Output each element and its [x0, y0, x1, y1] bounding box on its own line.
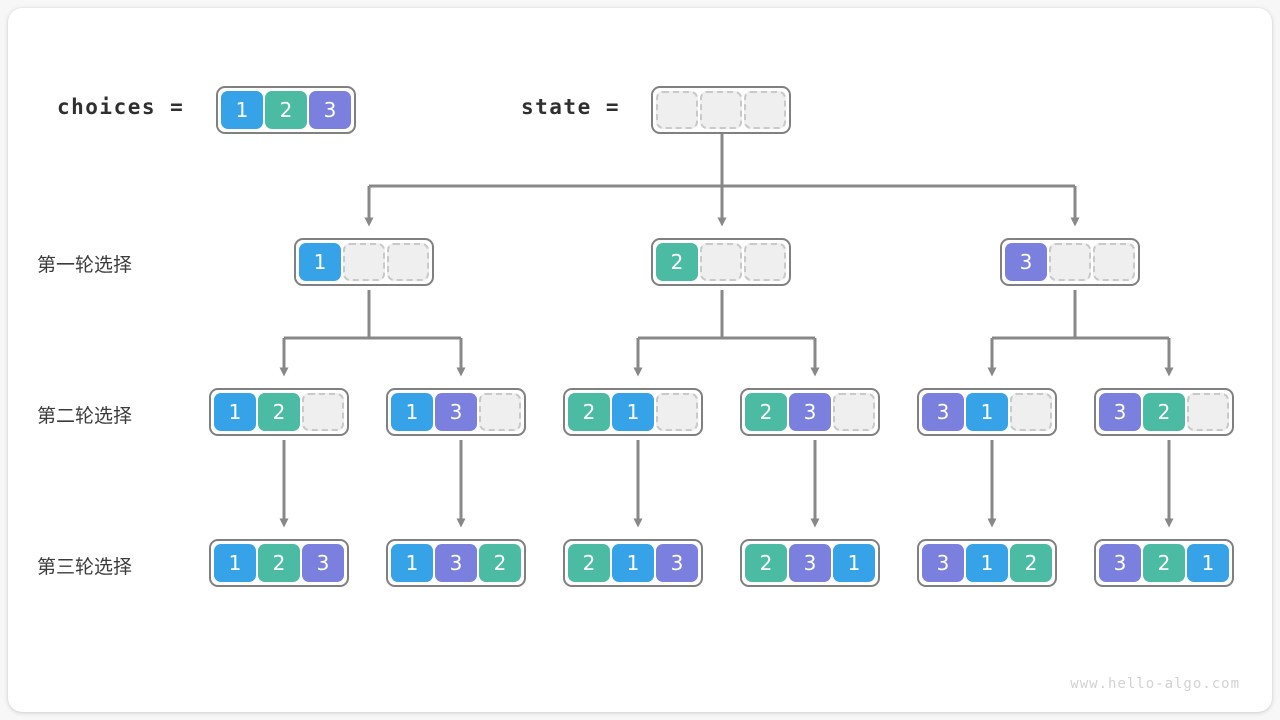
array-cell-value: 3 [435, 393, 477, 431]
array-cell-value: 3 [789, 393, 831, 431]
array-cell-empty [479, 393, 521, 431]
state-label: state = [521, 95, 621, 119]
array-cell-value: 3 [1005, 243, 1047, 281]
array-cell-value: 1 [214, 544, 256, 582]
array-cell-value: 2 [258, 544, 300, 582]
array-cell-empty [744, 91, 786, 129]
array-cell-value: 1 [391, 393, 433, 431]
array-cell-value: 2 [258, 393, 300, 431]
state-node-l1-2[interactable]: 2 [651, 238, 791, 286]
array-cell-value: 3 [656, 544, 698, 582]
array-cell-value: 3 [1099, 544, 1141, 582]
array-cell-value: 3 [922, 544, 964, 582]
array-cell-value: 2 [265, 91, 307, 129]
array-cell-empty [744, 243, 786, 281]
state-array[interactable] [651, 86, 791, 134]
row-label-round-1: 第一轮选择 [37, 254, 133, 276]
array-cell-value: 2 [1010, 544, 1052, 582]
array-cell-empty [700, 243, 742, 281]
array-cell-value: 2 [479, 544, 521, 582]
row-label-round-2: 第二轮选择 [37, 405, 133, 427]
array-cell-empty [656, 393, 698, 431]
array-cell-value: 1 [214, 393, 256, 431]
array-cell-empty [1049, 243, 1091, 281]
array-cell-value: 3 [435, 544, 477, 582]
array-cell-value: 2 [568, 393, 610, 431]
array-cell-value: 3 [789, 544, 831, 582]
array-cell-value: 2 [1143, 544, 1185, 582]
row-label-round-3: 第三轮选择 [37, 556, 133, 578]
array-cell-value: 1 [612, 544, 654, 582]
state-node-l1-3[interactable]: 3 [1000, 238, 1140, 286]
array-cell-empty [387, 243, 429, 281]
array-cell-value: 1 [391, 544, 433, 582]
array-cell-empty [700, 91, 742, 129]
array-cell-empty [1010, 393, 1052, 431]
state-node-l1-1[interactable]: 1 [294, 238, 434, 286]
array-cell-empty [1093, 243, 1135, 281]
array-cell-empty [833, 393, 875, 431]
array-cell-value: 3 [1099, 393, 1141, 431]
array-cell-empty [656, 91, 698, 129]
array-cell-value: 3 [309, 91, 351, 129]
array-cell-value: 2 [745, 393, 787, 431]
array-cell-value: 3 [922, 393, 964, 431]
array-cell-value: 1 [299, 243, 341, 281]
array-cell-value: 2 [745, 544, 787, 582]
diagram-card [8, 8, 1272, 712]
array-cell-empty [343, 243, 385, 281]
array-cell-value: 1 [221, 91, 263, 129]
array-cell-value: 2 [568, 544, 610, 582]
array-cell-value: 2 [656, 243, 698, 281]
array-cell-empty [302, 393, 344, 431]
array-cell-value: 3 [302, 544, 344, 582]
array-cell-value: 1 [966, 544, 1008, 582]
watermark: www.hello-algo.com [1070, 676, 1240, 692]
array-cell-empty [1187, 393, 1229, 431]
array-cell-value: 2 [1143, 393, 1185, 431]
array-cell-value: 1 [966, 393, 1008, 431]
array-cell-value: 1 [1187, 544, 1229, 582]
choices-label: choices = [57, 95, 185, 119]
array-cell-value: 1 [833, 544, 875, 582]
array-cell-value: 1 [612, 393, 654, 431]
